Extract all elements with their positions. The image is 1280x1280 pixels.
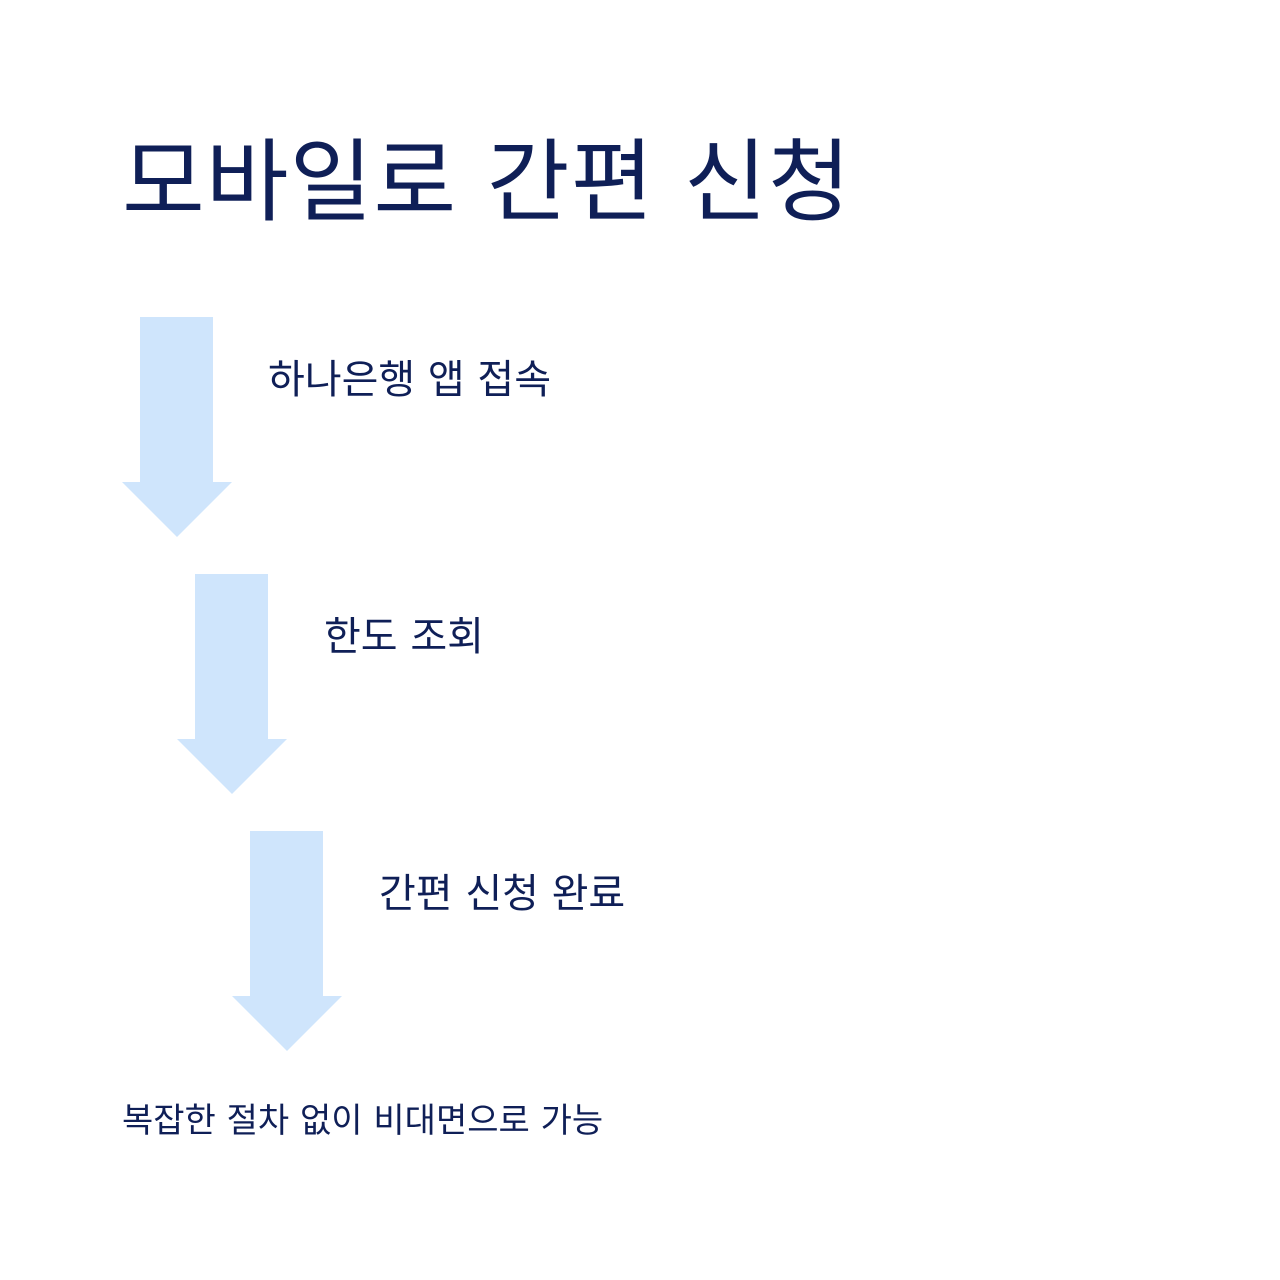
page-title: 모바일로 간편 신청 xyxy=(122,130,852,235)
down-arrow-icon xyxy=(177,574,287,794)
step-label-application-complete: 간편 신청 완료 xyxy=(379,871,626,917)
step-label-app-access: 하나은행 앱 접속 xyxy=(268,357,552,403)
down-arrow-icon xyxy=(122,317,232,537)
down-arrow-icon xyxy=(232,831,342,1051)
footer-note: 복잡한 절차 없이 비대면으로 가능 xyxy=(122,1101,604,1141)
step-label-limit-inquiry: 한도 조회 xyxy=(324,614,484,660)
